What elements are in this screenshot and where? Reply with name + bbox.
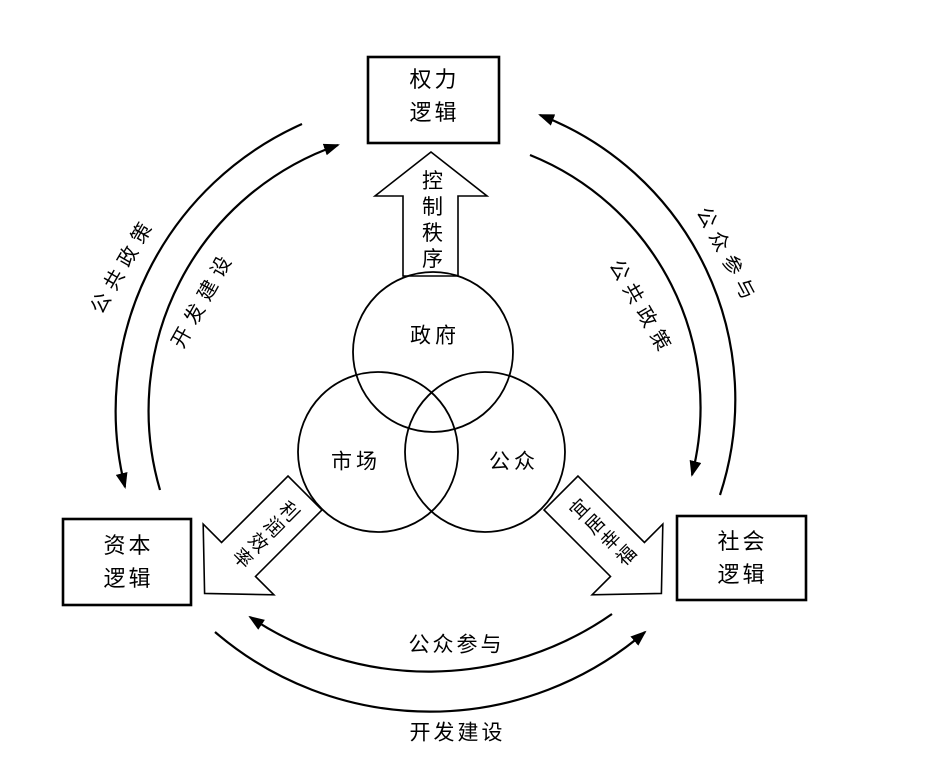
up-block-arrow <box>372 150 490 277</box>
market-label: 市场 <box>331 449 381 474</box>
flow-arc-power-to-social <box>529 153 702 477</box>
capital-logic-line2: 逻辑 <box>103 567 154 592</box>
flow-label-social-to-capital: 公众参与 <box>408 632 505 657</box>
social-logic-label: 社会 逻辑 <box>714 526 767 592</box>
capital-logic-line1: 资本 <box>103 534 154 559</box>
flow-label-capital-to-social: 开发建设 <box>409 720 506 745</box>
down-left-block-arrow <box>202 474 324 596</box>
social-logic-line2: 逻辑 <box>717 563 768 588</box>
down-right-block-arrow <box>542 474 664 596</box>
flow-arc-capital-to-social <box>214 630 647 713</box>
public-label: 公众 <box>489 449 539 474</box>
government-label: 政府 <box>410 323 460 348</box>
public-circle <box>404 371 566 533</box>
capital-logic-box <box>61 517 193 607</box>
power-logic-label: 权力 逻辑 <box>406 64 459 130</box>
market-circle <box>297 371 459 533</box>
social-logic-box <box>675 514 808 602</box>
flow-arc-capital-to-power <box>147 143 340 491</box>
power-logic-line1: 权力 <box>409 68 460 93</box>
power-logic-box <box>366 55 501 145</box>
government-circle <box>352 271 514 433</box>
flow-arc-social-to-power <box>538 113 737 496</box>
flow-arc-social-to-capital <box>248 613 613 673</box>
flow-arc-power-to-capital <box>114 122 303 489</box>
power-logic-line2: 逻辑 <box>409 101 460 126</box>
capital-logic-label: 资本 逻辑 <box>100 530 153 596</box>
social-logic-line1: 社会 <box>717 530 768 555</box>
up-arrow-label: 控制秩序 <box>419 169 444 274</box>
